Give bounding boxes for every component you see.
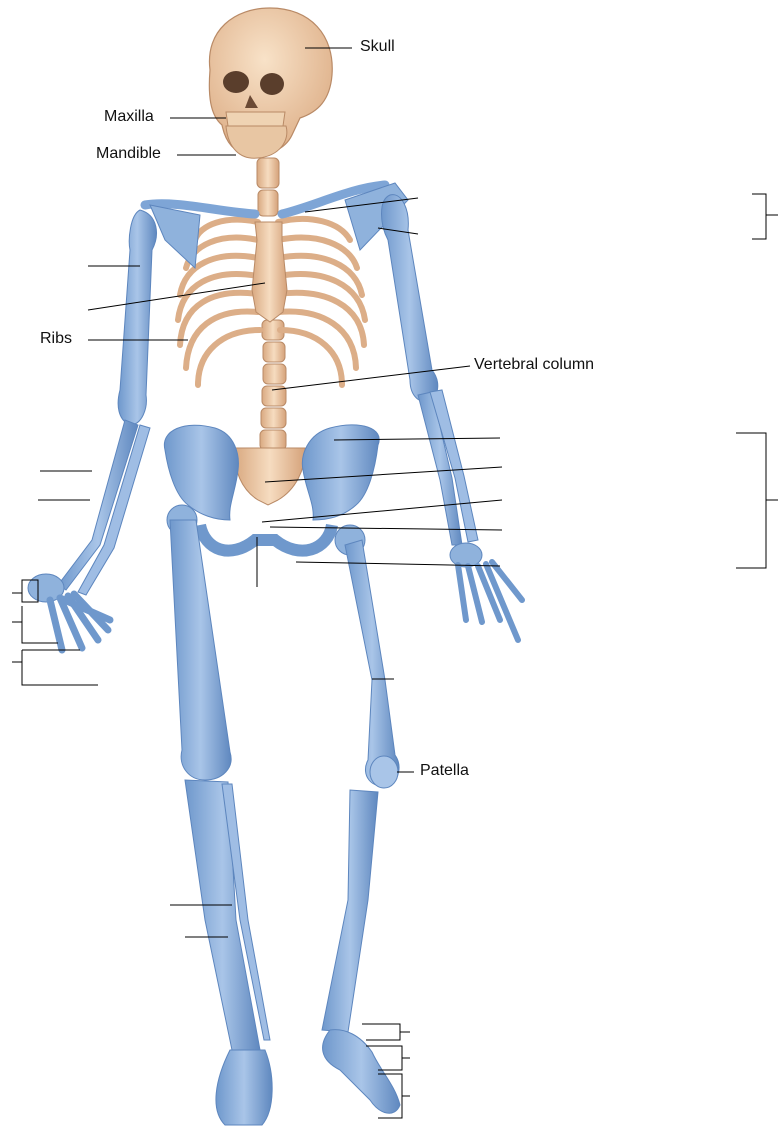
patella-bone <box>370 756 398 788</box>
patella-label: Patella <box>420 762 469 780</box>
maxilla-label: Maxilla <box>104 108 154 126</box>
left-arm-bones <box>28 210 156 650</box>
left-scapula-bone <box>150 205 200 268</box>
mandible-label: Mandible <box>96 145 161 163</box>
right-leg-bones <box>322 525 400 1113</box>
sternum-bone <box>252 222 287 322</box>
ribs-label: Ribs <box>40 330 72 348</box>
skull-label: Skull <box>360 38 395 56</box>
right-arm-bones <box>382 195 523 640</box>
mandible-bone <box>226 126 287 158</box>
sacrum-bone <box>235 448 305 505</box>
vertebral-column-label: Vertebral column <box>474 356 594 374</box>
left-leg-bones <box>167 505 272 1125</box>
maxilla-bone <box>226 112 285 126</box>
